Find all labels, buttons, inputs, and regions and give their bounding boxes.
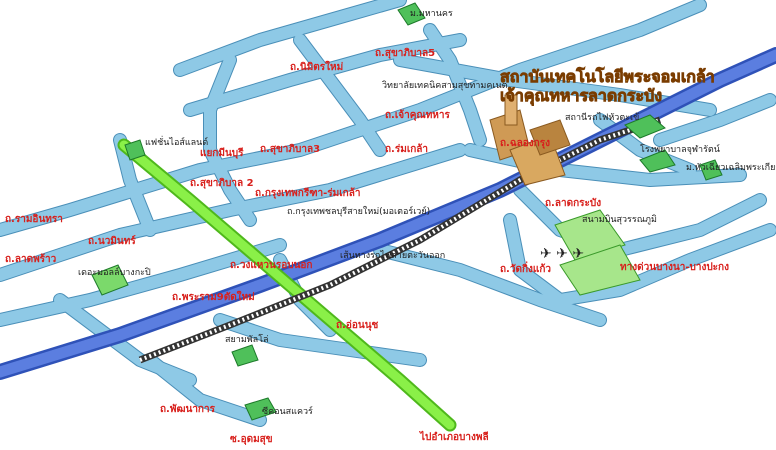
label-chaokhun: ถ.เจ้าคุณทหาร — [385, 109, 451, 121]
label-ladprao: ถ.ลาดพร้าว — [5, 253, 57, 265]
label-bangna: ทางด่วนบางนา-บางปะกง — [620, 261, 729, 273]
map-labels: ม.มหานคร ถ.สุขาภิบาล5 ถ.นิมิตรใหม่ วิทยา… — [5, 9, 776, 445]
label-themall: เดอะมอลล์บางกะปิ — [78, 266, 151, 278]
airport-area: ✈ ✈ ✈ — [540, 209, 641, 296]
campus-title-line2: เจ้าคุณทหารลาดกระบัง — [500, 86, 662, 106]
svg-text:✈ ✈ ✈: ✈ ✈ ✈ — [540, 246, 584, 262]
green-route-inner — [119, 140, 455, 430]
expressway-inner — [0, 49, 776, 378]
label-bangphli: ไปอำเภอบางพลี — [419, 430, 489, 443]
label-huachiew: ม.หัวเฉียวเฉลิมพระเกียรติ — [686, 162, 776, 173]
label-hospital: วิทยาลัยเทคนิคสามสุขทามคเนต — [382, 80, 508, 91]
railway-line — [138, 116, 662, 364]
label-sukhapiban3: ถ.สุขาภิบาล3 — [260, 143, 320, 155]
label-udomsuk: ซ.อุดมสุข — [230, 434, 273, 445]
label-krungthep-kritha: ถ.กรุงเทพกรีฑา-ร่มเกล้า — [255, 187, 360, 199]
label-sukhapiban2: ถ.สุขาภิบาล 2 — [190, 177, 254, 189]
label-motorway: ถ.กรุงเทพชลบุรีสายใหม่(มอเตอร์เวย์) — [287, 205, 430, 217]
label-sukhapiban5: ถ.สุขาภิบาล5 — [375, 47, 435, 59]
label-racecourse: สยามพัลโล่ — [225, 334, 269, 345]
campus-title-line1: สถาบันเทคโนโลยีพระจอมเกล้า — [500, 66, 715, 86]
label-kingkaew: ถ.วัดกิ่งแก้ว — [500, 261, 551, 275]
label-fashion: แฟชั่นไอส์แลนด์ — [145, 135, 208, 148]
green-buildings — [91, 2, 723, 421]
label-railway: เส้นทางรถไฟสายตะวันออก — [340, 250, 445, 261]
label-ladkrabang: ถ.ลาดกระบัง — [545, 197, 601, 209]
label-seacon: ซีคอนสแควร์ — [262, 405, 313, 417]
label-airport: สนามบินสุวรรณภูมิ — [582, 214, 657, 225]
label-ramintra: ถ.รามอินทรา — [5, 213, 63, 225]
label-romklao: ถ.ร่มเกล้า — [385, 143, 428, 155]
label-phatthanakan: ถ.พัฒนาการ — [160, 403, 216, 415]
kmitl-campus — [489, 94, 571, 186]
label-nawamin: ถ.นวมินทร์ — [88, 235, 136, 247]
label-station: สถานีรถไฟหัวตะเข้ — [565, 112, 639, 123]
label-onnut: ถ.อ่อนนุช — [336, 319, 379, 331]
label-school: โรงพยาบาลจุฬารัตน์ — [640, 143, 720, 155]
label-kanchanaphisek: ถ.วงแหวนรอบนอก — [230, 260, 312, 271]
label-chalongkrung: ถ.ฉลองกรุง — [500, 138, 550, 149]
label-minburi: แยกมีนบุรี — [200, 147, 244, 159]
label-nimitmai: ถ.นิมิตรใหม่ — [290, 60, 343, 73]
label-rama9: ถ.พระราม9ตัดใหม่ — [172, 290, 255, 303]
label-mahanakhon: ม.มหานคร — [410, 9, 453, 19]
